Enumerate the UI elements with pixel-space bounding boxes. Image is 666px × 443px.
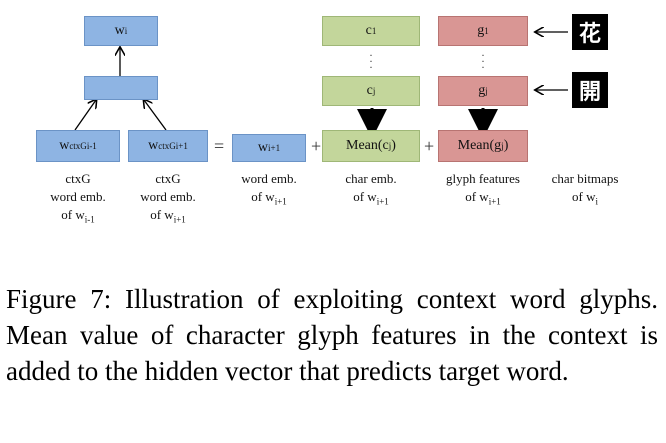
glyph-g1-base: g [477,23,485,38]
glyph-mean-post: ) [503,138,509,153]
hidden-vector-node [84,76,158,100]
context-prev-sup: ctxG [69,141,87,151]
caption-glyph-line2: of wi+1 [430,188,536,211]
char-cj-sub: j [372,86,376,96]
char-bitmap-2: 開 [572,72,608,108]
caption-glyph-of: of w [465,189,489,204]
caption-char-emb-line1: char emb. [345,171,397,186]
context-next-sub: i+1 [175,141,188,151]
ctx-next-arrow [144,100,167,131]
char-cj-base: c [366,83,373,98]
caption-glyph-sub: i+1 [488,196,501,207]
caption-char-emb: char emb. of wi+1 [326,170,416,211]
caption-ctx-next-sub: i+1 [173,214,186,225]
caption-ctx-prev-line3: of wi-1 [30,206,126,229]
char-c1-base: c [365,23,372,38]
caption-ctx-prev-sub: i-1 [84,214,95,225]
connector-arrows [74,0,568,139]
char-mean-pre: Mean(c [346,138,389,153]
caption-glyph-line1: glyph features [445,171,520,186]
caption-word-emb: word emb. of wi+1 [224,170,314,211]
char-bitmap-1: 花 [572,14,608,50]
caption-bitmaps-line1: char bitmaps [551,171,619,186]
target-word-sub: i [124,26,128,36]
caption-glyph-features: glyph features of wi+1 [430,170,536,211]
char-mean-post: ) [391,138,396,153]
context-prev-sub: i-1 [86,141,97,151]
caption-ctx-next-line1: ctxG [155,171,181,186]
caption-word-emb-of: of w [251,189,275,204]
word-emb-sub: i+1 [268,143,281,153]
caption-word-emb-line2: of wi+1 [224,188,314,211]
char-c1-sub: 1 [371,26,377,36]
glyph-vertical-ellipsis: ··· [481,48,485,74]
ctx-prev-arrow [74,100,96,131]
caption-word-emb-line1: word emb. [241,171,297,186]
caption-char-emb-of: of w [353,189,377,204]
caption-char-bitmaps: char bitmaps of wi [540,170,630,211]
caption-bitmaps-line2: of wi [540,188,630,211]
glyph-gj-sub: j [485,86,488,96]
caption-ctx-next-line2: word emb. [140,189,196,204]
caption-bitmaps-sub: i [595,196,598,207]
context-next-base: w [148,138,159,153]
caption-ctx-next-line3: of wi+1 [120,206,216,229]
caption-ctx-prev-line2: word emb. [50,189,106,204]
equals-sign: = [214,136,225,156]
word-emb-base: w [257,140,269,155]
caption-ctx-prev: ctxG word emb. of wi-1 [30,170,126,229]
context-prev-base: w [59,138,70,153]
glyph-gj-base: g [478,83,486,98]
glyph-mean-pre: Mean(g [457,138,502,153]
target-word-base: w [114,23,125,38]
caption-bitmaps-of: of w [572,189,596,204]
char-mean-sub: j [388,141,392,151]
plus-sign-1: + [311,136,322,156]
caption-word-emb-sub: i+1 [274,196,287,207]
glyph-mean-sub: j [501,141,504,151]
context-next-sup: ctxG [158,141,176,151]
caption-ctx-prev-of: of w [61,207,85,222]
glyph-g1-sub: 1 [484,26,489,36]
caption-ctx-prev-line1: ctxG [65,171,91,186]
caption-char-emb-sub: i+1 [376,196,389,207]
caption-char-emb-line2: of wi+1 [326,188,416,211]
figure-caption: Figure 7: Illustration of exploiting con… [6,284,658,386]
caption-ctx-next: ctxG word emb. of wi+1 [120,170,216,229]
caption-ctx-next-of: of w [150,207,174,222]
char-vertical-ellipsis: ··· [369,48,373,74]
plus-sign-2: + [424,136,435,156]
